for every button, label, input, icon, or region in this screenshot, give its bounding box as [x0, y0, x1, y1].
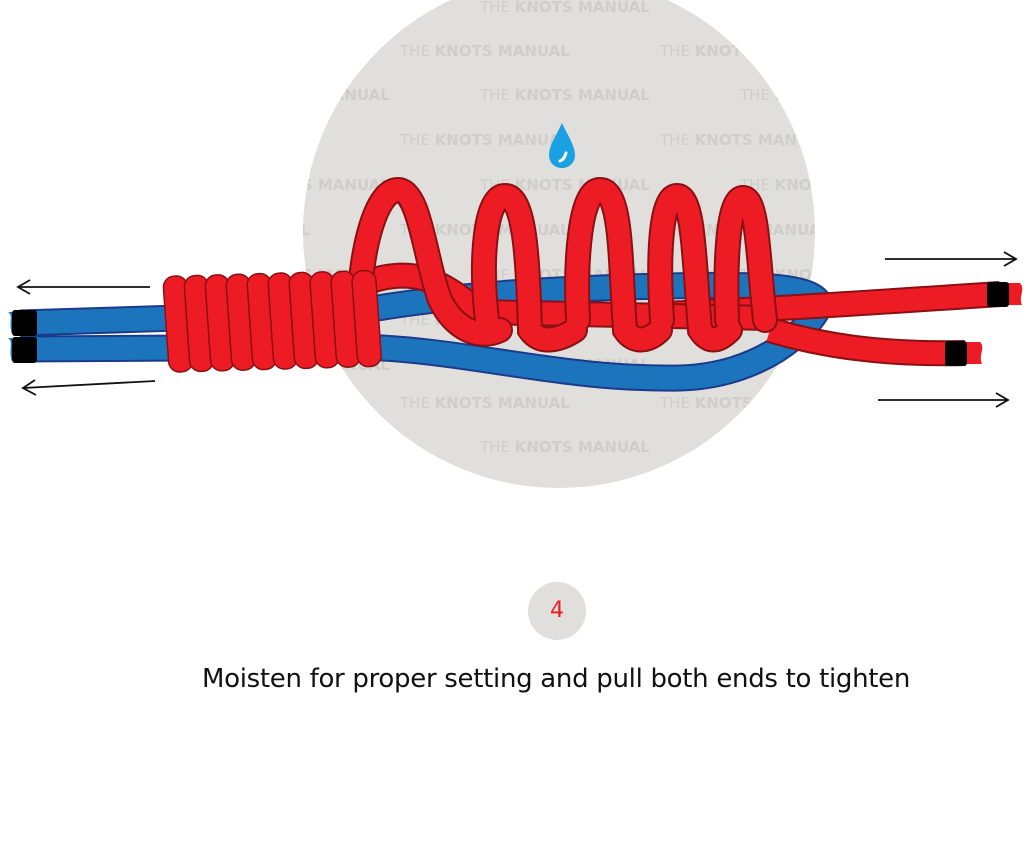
svg-text:THE KNOTS MANUAL: THE KNOTS MANUAL: [739, 438, 910, 456]
rope-cap: [12, 337, 37, 363]
svg-text:THE KNOTS MANUAL: THE KNOTS MANUAL: [479, 438, 650, 456]
svg-text:THE KNOTS MANUAL: THE KNOTS MANUAL: [739, 176, 910, 194]
arrow-left-icon: [21, 379, 156, 396]
svg-text:THE KNOTS MANUAL: THE KNOTS MANUAL: [219, 438, 390, 456]
rope-cap: [987, 282, 1009, 307]
svg-text:THE KNOTS MANUAL: THE KNOTS MANUAL: [659, 131, 830, 149]
svg-text:THE KNOTS MANUAL: THE KNOTS MANUAL: [139, 394, 310, 412]
step-instruction: Moisten for proper setting and pull both…: [201, 664, 911, 694]
red-rope-wraps: [162, 269, 382, 373]
svg-text:THE KNOTS MANUAL: THE KNOTS MANUAL: [739, 0, 910, 16]
arrow-left-icon: [16, 279, 150, 295]
svg-text:THE KNOTS MANUAL: THE KNOTS MANUAL: [139, 221, 310, 239]
knot-illustration: THE KNOTS MANUAL THE KNOTS MANUAL THE KNOT…: [8, 0, 1023, 488]
arrow-right-icon: [885, 251, 1018, 267]
svg-text:THE KNOTS MANUAL: THE KNOTS MANUAL: [219, 0, 390, 16]
svg-text:THE KNOTS MANUAL: THE KNOTS MANUAL: [659, 394, 830, 412]
svg-text:THE KNOTS MANUAL: THE KNOTS MANUAL: [399, 42, 570, 60]
svg-text:THE KNOTS MANUAL: THE KNOTS MANUAL: [219, 176, 390, 194]
svg-text:THE KNOTS MANUAL: THE KNOTS MANUAL: [139, 42, 310, 60]
step-badge: 4: [528, 582, 586, 640]
svg-text:THE KNOTS MANUAL: THE KNOTS MANUAL: [139, 131, 310, 149]
svg-text:THE KNOTS MANUAL: THE KNOTS MANUAL: [219, 86, 390, 104]
rope-cap: [945, 341, 967, 366]
red-rope-loops: [347, 176, 778, 353]
rope-cap: [12, 310, 37, 336]
step-number: 4: [550, 598, 564, 623]
rope-wrap: [351, 269, 382, 368]
svg-text:THE KNOTS MANUAL: THE KNOTS MANUAL: [479, 0, 650, 16]
svg-text:THE KNOTS MANUAL: THE KNOTS MANUAL: [399, 131, 570, 149]
svg-text:THE KNOTS MANUAL: THE KNOTS MANUAL: [399, 394, 570, 412]
svg-text:THE KNOTS MANUAL: THE KNOTS MANUAL: [659, 42, 830, 60]
svg-text:THE KNOTS MANUAL: THE KNOTS MANUAL: [739, 86, 910, 104]
svg-text:THE KNOTS MANUAL: THE KNOTS MANUAL: [479, 86, 650, 104]
water-drop-icon: [549, 123, 575, 168]
arrow-right-icon: [878, 392, 1010, 408]
